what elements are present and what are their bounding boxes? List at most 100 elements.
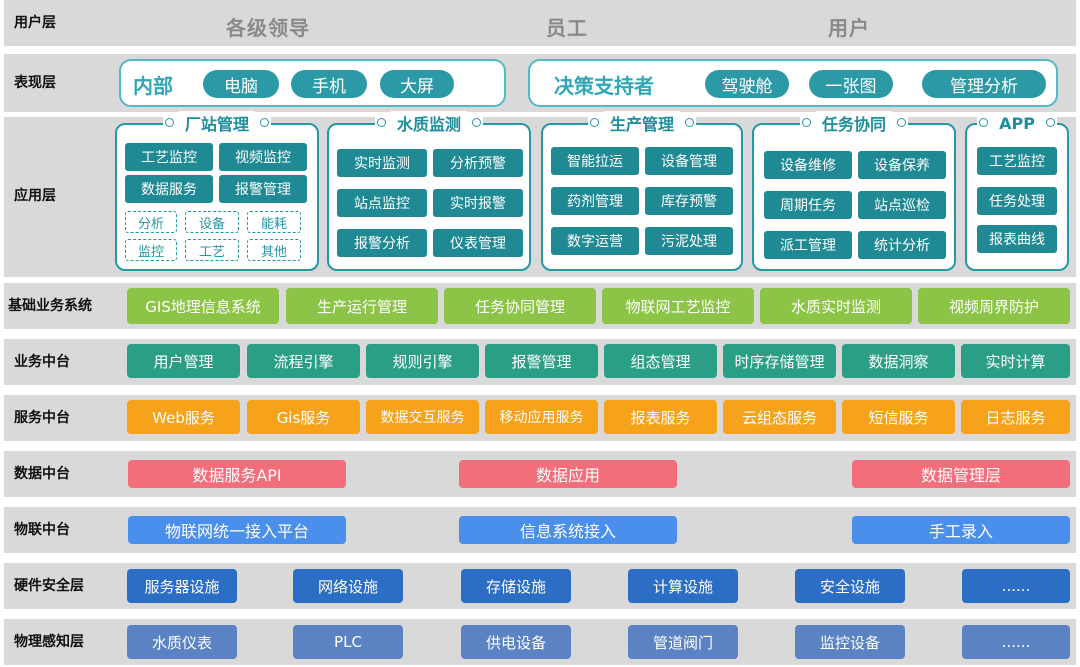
bp-data-insight[interactable]: 数据洞察 — [842, 344, 955, 378]
sp-mobile-app-service[interactable]: 移动应用服务 — [485, 400, 598, 434]
presentation-internal-title: 内部 — [133, 74, 173, 98]
app-task-dispatch-management[interactable]: 派工管理 — [764, 231, 852, 259]
basic-gis-system[interactable]: GIS地理信息系统 — [127, 288, 279, 324]
application-layer-label: 应用层 — [14, 188, 56, 204]
app-mobile-box: APP 工艺监控 任务处理 报表曲线 — [965, 112, 1069, 271]
dp-data-service-api[interactable]: 数据服务API — [128, 460, 346, 488]
presentation-item-cockpit[interactable]: 驾驶舱 — [705, 70, 789, 98]
dp-data-management-layer[interactable]: 数据管理层 — [852, 460, 1070, 488]
bp-rule-engine[interactable]: 规则引擎 — [366, 344, 479, 378]
app-plant-sub-equipment[interactable]: 设备 — [185, 211, 239, 233]
iot-info-system-access[interactable]: 信息系统接入 — [459, 516, 677, 544]
presentation-item-mobile[interactable]: 手机 — [291, 70, 367, 98]
presentation-layer-label: 表现层 — [14, 75, 56, 91]
app-task-collaboration-title: 任务协同 — [815, 111, 892, 135]
app-water-realtime-alarm[interactable]: 实时报警 — [433, 189, 523, 217]
app-production-equipment-management[interactable]: 设备管理 — [645, 147, 733, 175]
sp-data-exchange-service[interactable]: 数据交互服务 — [366, 400, 479, 434]
app-water-quality-box: 水质监测 实时监测 分析预警 站点监控 实时报警 报警分析 仪表管理 — [327, 111, 531, 271]
bp-realtime-computing[interactable]: 实时计算 — [961, 344, 1070, 378]
app-plant-sub-monitor[interactable]: 监控 — [125, 239, 177, 261]
business-platform-layer-label: 业务中台 — [14, 354, 70, 370]
bp-timeseries-storage[interactable]: 时序存储管理 — [723, 344, 836, 378]
hw-network-facilities[interactable]: 网络设施 — [293, 569, 403, 603]
app-plant-sub-process[interactable]: 工艺 — [185, 239, 239, 261]
pp-more-ellipsis[interactable]: ...... — [962, 625, 1070, 659]
presentation-internal-box: 内部 电脑 手机 大屏 — [119, 59, 506, 107]
user-layer-label: 用户层 — [14, 15, 56, 31]
sp-web-service[interactable]: Web服务 — [127, 400, 240, 434]
app-plant-video-monitor[interactable]: 视频监控 — [219, 143, 307, 171]
pp-pipeline-valves[interactable]: 管道阀门 — [628, 625, 738, 659]
bp-user-management[interactable]: 用户管理 — [127, 344, 240, 378]
bp-alarm-management[interactable]: 报警管理 — [485, 344, 598, 378]
data-platform-layer-label: 数据中台 — [14, 466, 70, 482]
basic-iot-process-monitor[interactable]: 物联网工艺监控 — [602, 288, 754, 324]
app-water-analysis-warning[interactable]: 分析预警 — [433, 149, 523, 177]
app-water-instrument-management[interactable]: 仪表管理 — [433, 229, 523, 257]
bp-workflow-engine[interactable]: 流程引擎 — [247, 344, 360, 378]
app-water-station-monitor[interactable]: 站点监控 — [337, 189, 427, 217]
sp-gis-service[interactable]: Gis服务 — [247, 400, 360, 434]
app-plant-alarm-management[interactable]: 报警管理 — [219, 175, 307, 203]
basic-task-collaboration[interactable]: 任务协同管理 — [444, 288, 596, 324]
iot-unified-access-platform[interactable]: 物联网统一接入平台 — [128, 516, 346, 544]
app-plant-sub-analysis[interactable]: 分析 — [125, 211, 177, 233]
app-water-alarm-analysis[interactable]: 报警分析 — [337, 229, 427, 257]
app-production-management-title: 生产管理 — [603, 111, 680, 135]
pp-power-supply-equipment[interactable]: 供电设备 — [461, 625, 571, 659]
app-production-chemical-management[interactable]: 药剂管理 — [551, 187, 639, 215]
basic-water-quality-monitor[interactable]: 水质实时监测 — [760, 288, 912, 324]
sp-report-service[interactable]: 报表服务 — [604, 400, 717, 434]
app-water-quality-title: 水质监测 — [390, 111, 467, 135]
basic-video-perimeter[interactable]: 视频周界防护 — [918, 288, 1070, 324]
pp-monitoring-equipment[interactable]: 监控设备 — [795, 625, 905, 659]
pp-plc[interactable]: PLC — [293, 625, 403, 659]
user-staff: 员工 — [546, 16, 588, 40]
user-customers: 用户 — [828, 16, 870, 40]
app-plant-management-title: 厂站管理 — [178, 111, 255, 135]
hw-server-facilities[interactable]: 服务器设施 — [127, 569, 237, 603]
presentation-item-bigscreen[interactable]: 大屏 — [380, 70, 454, 98]
app-plant-sub-energy[interactable]: 能耗 — [247, 211, 301, 233]
bp-configuration-management[interactable]: 组态管理 — [604, 344, 717, 378]
hw-security-facilities[interactable]: 安全设施 — [795, 569, 905, 603]
app-task-collaboration-box: 任务协同 设备维修 设备保养 周期任务 站点巡检 派工管理 统计分析 — [752, 111, 956, 271]
basic-business-layer-label: 基础业务系统 — [8, 298, 92, 314]
app-plant-data-service[interactable]: 数据服务 — [125, 175, 213, 203]
app-water-realtime-monitor[interactable]: 实时监测 — [337, 149, 427, 177]
user-leaders: 各级领导 — [226, 16, 310, 40]
presentation-decision-title: 决策支持者 — [554, 74, 654, 98]
app-production-inventory-warning[interactable]: 库存预警 — [645, 187, 733, 215]
hw-more-ellipsis[interactable]: ...... — [962, 569, 1070, 603]
app-mobile-process-monitor[interactable]: 工艺监控 — [977, 147, 1057, 175]
app-mobile-title: APP — [993, 113, 1041, 133]
sp-sms-service[interactable]: 短信服务 — [842, 400, 955, 434]
app-production-smart-transport[interactable]: 智能拉运 — [551, 147, 639, 175]
app-task-equipment-maintenance[interactable]: 设备保养 — [858, 151, 946, 179]
basic-production-operation[interactable]: 生产运行管理 — [286, 288, 438, 324]
app-mobile-report-curves[interactable]: 报表曲线 — [977, 225, 1057, 253]
sp-log-service[interactable]: 日志服务 — [961, 400, 1070, 434]
service-platform-layer-label: 服务中台 — [14, 410, 70, 426]
app-production-sludge-treatment[interactable]: 污泥处理 — [645, 227, 733, 255]
app-plant-management-box: 厂站管理 工艺监控 视频监控 数据服务 报警管理 分析 设备 能耗 监控 工艺 … — [115, 111, 319, 271]
app-production-digital-operation[interactable]: 数字运营 — [551, 227, 639, 255]
hw-computing-facilities[interactable]: 计算设施 — [628, 569, 738, 603]
app-task-station-inspection[interactable]: 站点巡检 — [858, 191, 946, 219]
iot-manual-entry[interactable]: 手工录入 — [852, 516, 1070, 544]
app-task-equipment-repair[interactable]: 设备维修 — [764, 151, 852, 179]
presentation-item-pc[interactable]: 电脑 — [203, 70, 279, 98]
app-plant-process-monitor[interactable]: 工艺监控 — [125, 143, 213, 171]
app-mobile-task-processing[interactable]: 任务处理 — [977, 187, 1057, 215]
physical-perception-layer-label: 物理感知层 — [14, 634, 84, 650]
pp-water-quality-instruments[interactable]: 水质仪表 — [127, 625, 237, 659]
presentation-item-onemap[interactable]: 一张图 — [809, 70, 893, 98]
dp-data-application[interactable]: 数据应用 — [459, 460, 677, 488]
app-plant-sub-other[interactable]: 其他 — [247, 239, 301, 261]
app-task-periodic-tasks[interactable]: 周期任务 — [764, 191, 852, 219]
sp-cloud-config-service[interactable]: 云组态服务 — [723, 400, 836, 434]
presentation-item-analysis[interactable]: 管理分析 — [922, 70, 1046, 98]
app-task-statistics[interactable]: 统计分析 — [858, 231, 946, 259]
hw-storage-facilities[interactable]: 存储设施 — [461, 569, 571, 603]
